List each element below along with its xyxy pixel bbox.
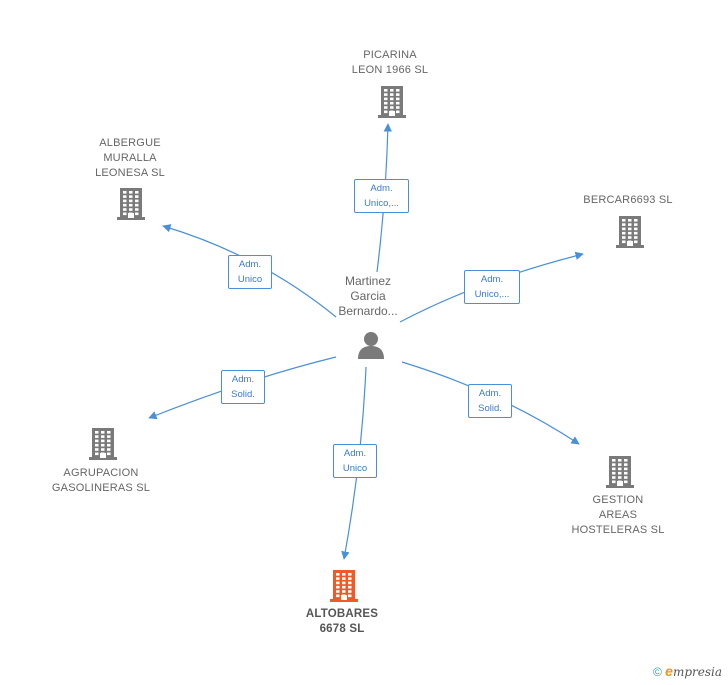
building-icon [115, 186, 147, 225]
building-icon [87, 426, 119, 465]
edge-label-altobares[interactable]: Adm. Unico [333, 444, 377, 478]
building-icon [328, 568, 360, 607]
brand-logo-initial: e [665, 663, 673, 679]
edge-label-albergue[interactable]: Adm. Unico [228, 255, 272, 289]
company-label-bercar[interactable]: BERCAR6693 SL [583, 194, 673, 206]
person-name[interactable]: Martinez Garcia Bernardo... [338, 274, 398, 318]
company-label-altobares[interactable]: ALTOBARES 6678 SL [305, 608, 379, 635]
edge-label-gestion[interactable]: Adm. Solid. [468, 384, 512, 418]
footer-brand: © empresia [653, 663, 722, 679]
company-label-picarina[interactable]: PICARINA LEON 1966 SL [351, 49, 429, 76]
copyright-symbol: © [652, 665, 662, 679]
brand-logo-text: mpresia [672, 665, 722, 679]
edge-label-picarina[interactable]: Adm. Unico,... [354, 179, 409, 213]
company-label-agrupacion[interactable]: AGRUPACION GASOLINERAS SL [51, 467, 151, 494]
building-icon [604, 454, 636, 493]
edge-label-bercar[interactable]: Adm. Unico,... [464, 270, 520, 304]
person-icon[interactable] [356, 330, 386, 365]
company-label-gestion[interactable]: GESTION AREAS HOSTELERAS SL [571, 494, 665, 536]
building-icon [376, 84, 408, 123]
edge-label-agrupacion[interactable]: Adm. Solid. [221, 370, 265, 404]
building-icon [614, 214, 646, 253]
company-label-albergue[interactable]: ALBERGUE MURALLA LEONESA SL [95, 137, 165, 179]
